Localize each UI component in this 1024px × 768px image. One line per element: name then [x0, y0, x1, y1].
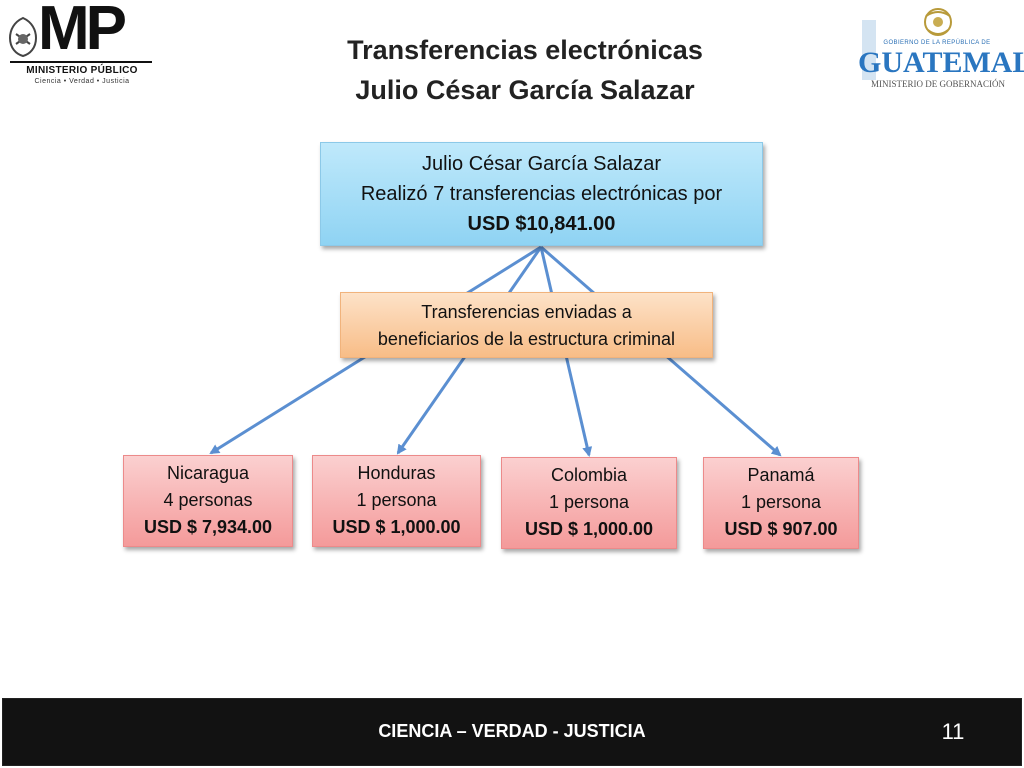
leaf-country: Colombia [550, 465, 628, 485]
logo-header-text: GOBIERNO DE LA REPÚBLICA DE [883, 40, 991, 46]
middle-node-line1: Transferencias enviadas a [421, 302, 632, 322]
leaf-country: Panamá [747, 465, 815, 485]
logo-divider [10, 61, 152, 63]
middle-node-line2: beneficiarios de la estructura criminal [377, 329, 676, 349]
root-node-amount: USD $10,841.00 [467, 213, 616, 235]
leaf-persons: 1 persona [356, 490, 437, 510]
coat-of-arms-icon [8, 16, 38, 58]
leaf-node-honduras: Honduras 1 persona USD $ 1,000.00 [312, 455, 481, 547]
ministerio-publico-logo: MP MINISTERIO PÚBLICO Ciencia • Verdad •… [4, 0, 154, 88]
page-number: 11 [941, 719, 965, 744]
footer-motto: CIENCIA – VERDAD - JUSTICIA [378, 721, 646, 741]
root-node: Julio César García Salazar Realizó 7 tra… [320, 142, 763, 246]
logo-accent-bar [862, 20, 876, 80]
leaf-amount: USD $ 1,000.00 [524, 519, 654, 539]
leaf-country: Honduras [357, 463, 436, 483]
logo-name: MINISTERIO PÚBLICO [26, 65, 138, 76]
leaf-amount: USD $ 7,934.00 [143, 517, 273, 537]
logo-ministry-text: MINISTERIO DE GOBERNACIÓN [871, 79, 1005, 89]
leaf-persons: 1 persona [740, 492, 822, 512]
leaf-node-panama: Panamá 1 persona USD $ 907.00 [703, 457, 859, 549]
logo-country-word: GUATEMALA [858, 46, 1024, 79]
slide-title: Transferencias electrónicas Julio César … [240, 30, 810, 110]
leaf-persons: 1 persona [548, 492, 630, 512]
leaf-amount: USD $ 1,000.00 [332, 517, 461, 537]
leaf-persons: 4 personas [163, 490, 253, 510]
middle-node: Transferencias enviadas a beneficiarios … [340, 292, 713, 358]
slide-footer: CIENCIA – VERDAD - JUSTICIA 11 [2, 698, 1022, 766]
root-node-name: Julio César García Salazar [422, 153, 661, 175]
leaf-country: Nicaragua [166, 463, 250, 483]
slide-title-line2: Julio César García Salazar [355, 75, 695, 105]
leaf-node-nicaragua: Nicaragua 4 personas USD $ 7,934.00 [123, 455, 293, 547]
leaf-node-colombia: Colombia 1 persona USD $ 1,000.00 [501, 457, 677, 549]
logo-letters: MP [38, 0, 127, 63]
emblem-icon [924, 8, 952, 36]
root-node-description: Realizó 7 transferencias electrónicas po… [360, 183, 723, 205]
guatemala-gobernacion-logo: GOBIERNO DE LA REPÚBLICA DE GUATEMALA MI… [858, 6, 1024, 92]
slide-title-line1: Transferencias electrónicas [347, 35, 703, 65]
leaf-amount: USD $ 907.00 [724, 519, 838, 539]
logo-tagline: Ciencia • Verdad • Justicia [34, 78, 130, 85]
